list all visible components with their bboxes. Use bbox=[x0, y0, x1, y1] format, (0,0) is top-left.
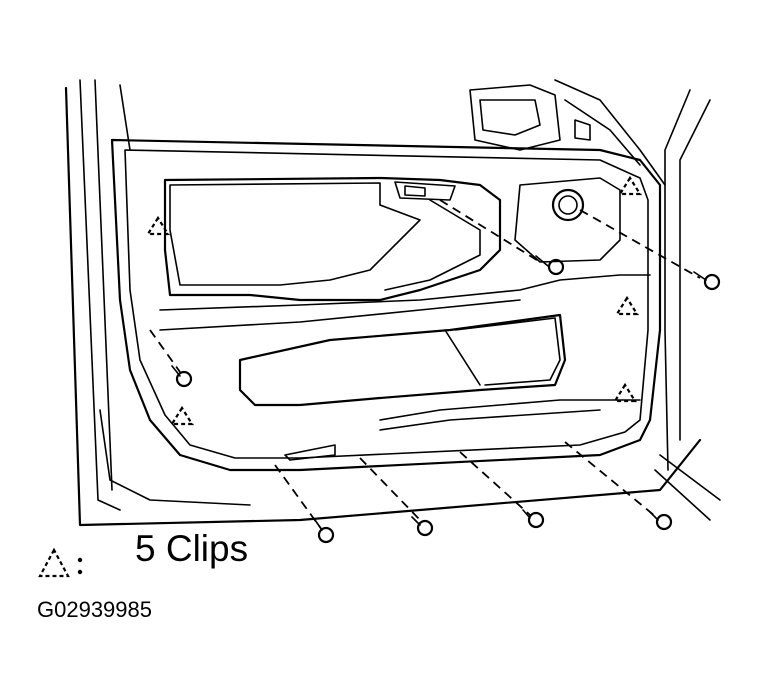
armrest-panel bbox=[159, 176, 651, 331]
clip-triangle-icon bbox=[613, 382, 637, 403]
screw-icon bbox=[522, 509, 545, 529]
clip-triangle-icon bbox=[146, 215, 170, 236]
screw-icon bbox=[649, 511, 673, 531]
screw-icon bbox=[314, 519, 335, 544]
speaker bbox=[514, 177, 621, 263]
screw-icon bbox=[693, 271, 721, 291]
screw-icon bbox=[411, 516, 434, 537]
screw-icon bbox=[171, 365, 193, 388]
clip-triangle-icon bbox=[618, 175, 642, 196]
screw-leader-lines bbox=[149, 199, 701, 531]
clip-triangle-icon bbox=[615, 295, 639, 316]
map-pocket bbox=[238, 313, 641, 461]
clip-markers bbox=[146, 175, 642, 426]
screws bbox=[171, 255, 721, 544]
door-frame bbox=[64, 79, 721, 527]
legend-label: 5 Clips bbox=[135, 528, 249, 569]
legend-clip-icon bbox=[38, 547, 83, 578]
clip-triangle-icon bbox=[170, 405, 194, 426]
figure-id: G02939985 bbox=[37, 597, 152, 622]
screw-icon bbox=[535, 255, 565, 276]
